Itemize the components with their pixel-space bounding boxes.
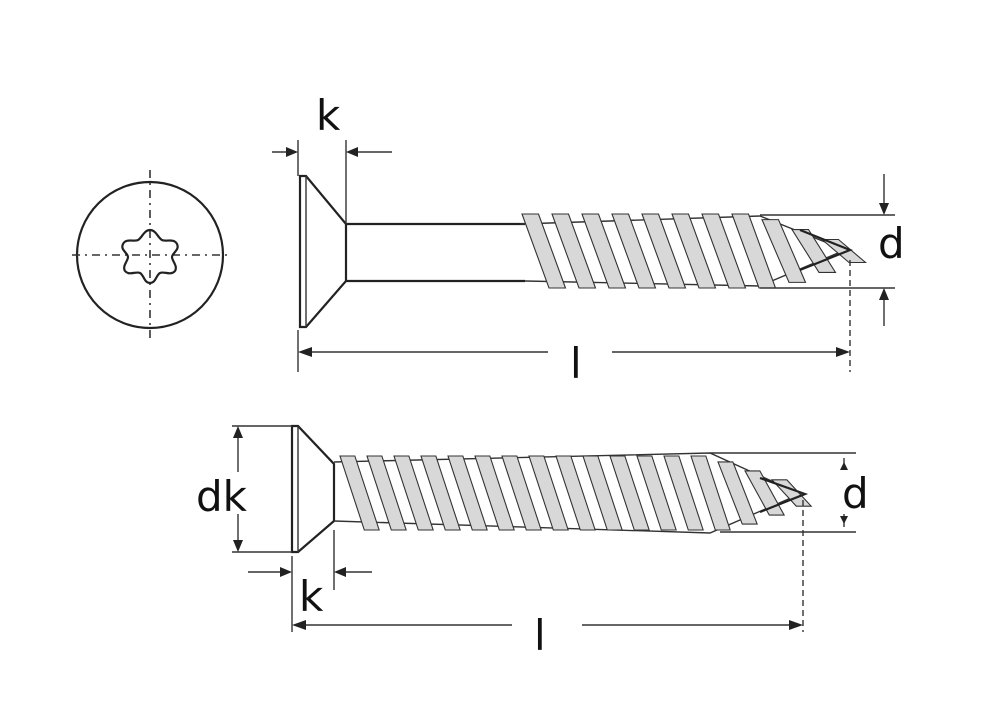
thread-tooth xyxy=(791,229,837,273)
thread-tooth xyxy=(636,455,677,531)
thread-tooth xyxy=(690,455,731,531)
top-screw-head xyxy=(298,174,348,329)
thread-tooth xyxy=(501,455,542,531)
thread-tooth xyxy=(581,213,627,289)
bottom-k-dimension: k xyxy=(248,530,372,621)
thread-tooth xyxy=(744,470,786,516)
thread-tooth xyxy=(609,455,650,531)
thread-tooth xyxy=(420,455,461,531)
top-d-label: d xyxy=(878,219,905,268)
thread-tooth xyxy=(663,455,704,531)
top-d-dimension: d xyxy=(760,174,905,326)
bottom-d-dimension: d xyxy=(710,452,869,533)
thread-tooth xyxy=(474,455,515,531)
top-k-label: k xyxy=(316,91,341,140)
thread-tooth xyxy=(701,213,747,289)
thread-tooth xyxy=(555,455,596,531)
bottom-screw xyxy=(290,424,813,554)
thread-tooth xyxy=(717,461,758,525)
thread-tooth xyxy=(366,455,407,531)
bottom-l-dimension: l xyxy=(291,500,804,660)
bottom-dk-label: dk xyxy=(196,472,248,521)
thread-tooth xyxy=(582,455,623,531)
thread-tooth xyxy=(339,455,380,531)
thread-tooth xyxy=(521,213,567,289)
thread-tooth xyxy=(528,455,569,531)
bottom-dk-dimension: dk xyxy=(196,425,292,553)
thread-tooth xyxy=(671,213,717,289)
top-screw-threads xyxy=(521,213,867,289)
bottom-d-label: d xyxy=(842,469,869,518)
thread-tooth xyxy=(641,213,687,289)
top-screw xyxy=(298,174,867,329)
top-k-dimension: k xyxy=(272,91,392,224)
thread-tooth xyxy=(761,219,807,283)
thread-tooth xyxy=(393,455,434,531)
thread-tooth xyxy=(611,213,657,289)
top-l-dimension: l xyxy=(297,260,851,388)
bottom-screw-threads xyxy=(339,455,813,531)
top-l-label: l xyxy=(570,339,582,388)
bottom-k-label: k xyxy=(299,572,324,621)
thread-tooth xyxy=(551,213,597,289)
torx-drive-icon xyxy=(121,228,179,285)
bottom-l-label: l xyxy=(534,611,546,660)
head-top-view xyxy=(72,170,228,340)
thread-tooth xyxy=(447,455,488,531)
